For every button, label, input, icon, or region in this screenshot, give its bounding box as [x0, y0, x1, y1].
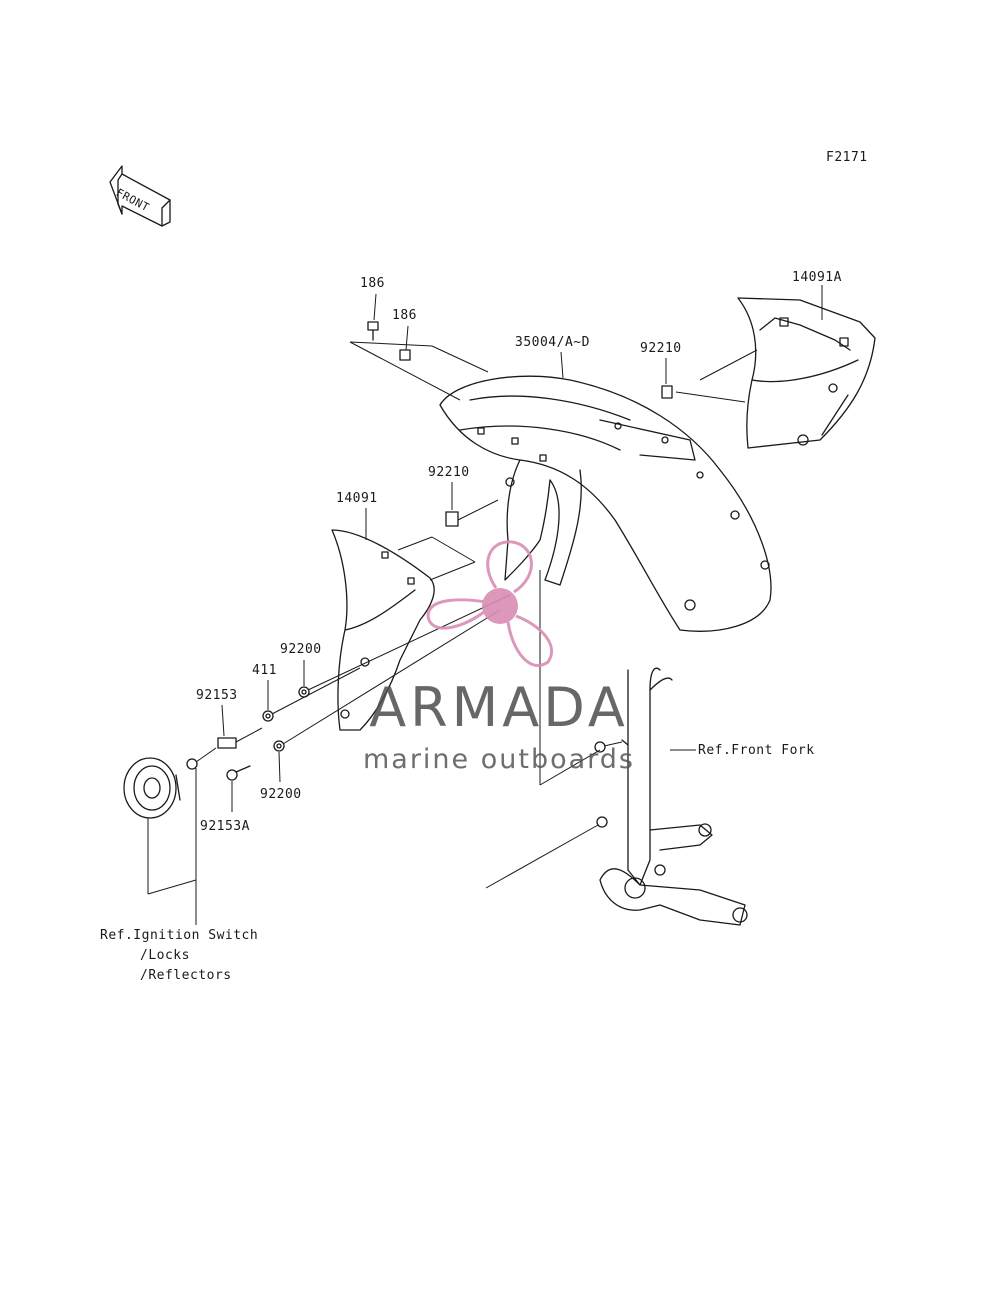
side-cover-left-part	[331, 529, 435, 731]
callout-186-upper: 186	[360, 276, 385, 291]
side-cover-right-part	[737, 297, 876, 449]
callout-186-lower: 186	[392, 308, 417, 323]
callout-92210-lower: 92210	[428, 465, 470, 480]
reflector-part	[123, 757, 181, 819]
ref-ignition-line-3: /Reflectors	[140, 968, 232, 983]
callout-92153: 92153	[196, 688, 238, 703]
front-fender-part	[439, 375, 772, 632]
callout-92210-upper: 92210	[640, 341, 682, 356]
ref-ignition-line-2: /Locks	[140, 948, 190, 963]
watermark-title: ARMADA	[369, 676, 629, 739]
callout-14091A: 14091A	[792, 270, 842, 285]
watermark-propeller-icon	[426, 540, 554, 668]
callout-92153A: 92153A	[200, 819, 250, 834]
front-fork-slider	[594, 667, 748, 926]
ref-ignition-switch-block: Ref.Ignition Switch /Locks /Reflectors	[100, 926, 258, 986]
callout-92200-lower: 92200	[260, 787, 302, 802]
callout-14091: 14091	[336, 491, 378, 506]
callout-411: 411	[252, 663, 277, 678]
watermark-subtitle: marine outboards	[362, 744, 635, 775]
callout-35004: 35004/A~D	[515, 335, 590, 350]
ref-ignition-line-1: Ref.Ignition Switch	[100, 928, 259, 943]
leader-lines	[147, 285, 823, 925]
ref-front-fork-label: Ref.Front Fork	[698, 743, 815, 758]
callout-92200-upper: 92200	[280, 642, 322, 657]
hardware-parts	[186, 321, 673, 781]
figure-id-label: F2171	[826, 150, 868, 165]
front-direction-arrow-icon	[109, 165, 171, 227]
